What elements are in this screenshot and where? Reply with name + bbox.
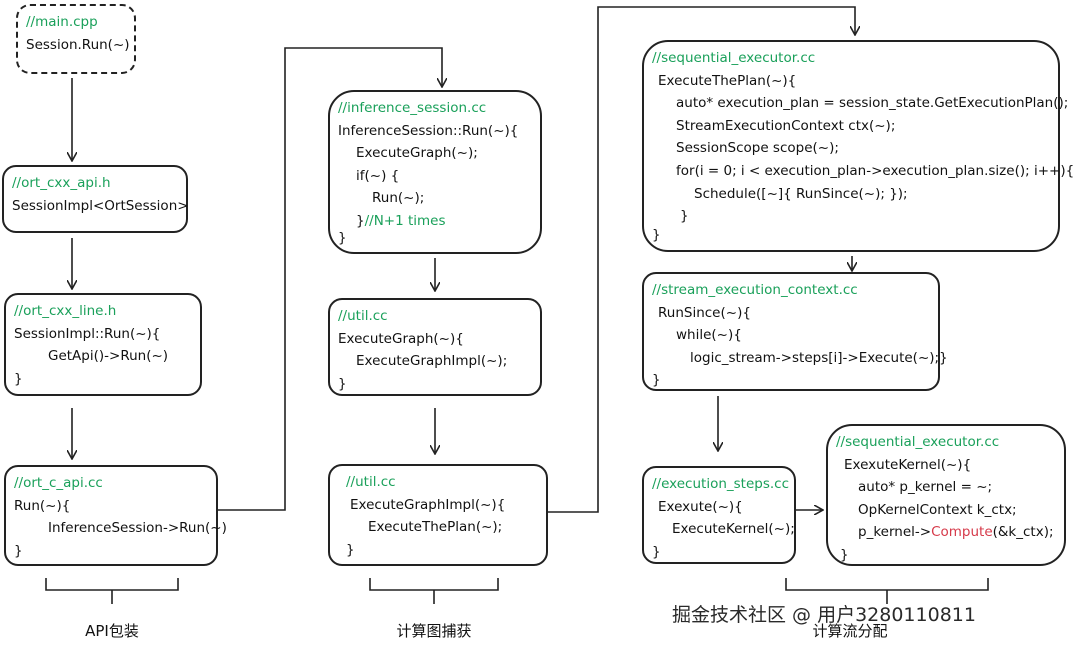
comment-util: //util.cc xyxy=(338,308,388,324)
code-line: Exexute(~){ xyxy=(658,498,743,515)
code-line: Schedule([~]{ RunSince(~); }); xyxy=(694,185,908,202)
comment-ort-cxx-line: //ort_cxx_line.h xyxy=(14,303,117,319)
box-ort-c-api: //ort_c_api.cc Run(~){ InferenceSession-… xyxy=(4,465,227,566)
comment-sequential-executor: //sequential_executor.cc xyxy=(652,50,816,66)
code-line-with-comment: }//N+1 times xyxy=(338,210,532,233)
box-ort-cxx-line: //ort_cxx_line.h SessionImpl::Run(~){ Ge… xyxy=(4,293,202,396)
box-inference-session: //inference_session.cc InferenceSession:… xyxy=(328,90,542,254)
code-line: auto* p_kernel = ~; xyxy=(858,479,993,496)
comment-ort-c-api: //ort_c_api.cc xyxy=(14,475,103,491)
comment-stream-execution-context: //stream_execution_context.cc xyxy=(652,282,858,298)
code-line: } xyxy=(346,541,355,558)
code-line: if(~) { xyxy=(356,167,400,184)
box-sequential-executor-kernel: //sequential_executor.cc ExexuteKernel(~… xyxy=(826,424,1066,566)
code-line-compute: p_kernel->Compute(&k_ctx); xyxy=(836,521,1056,544)
caption-stream-allocation: 计算流分配 xyxy=(812,622,888,640)
box-util-execute-graph-impl: //util.cc ExecuteGraphImpl(~){ ExecuteTh… xyxy=(328,464,548,566)
code-line: } xyxy=(680,208,689,225)
code-line: Run(~){ xyxy=(14,497,71,514)
code-line: ExecuteThePlan(~){ xyxy=(658,72,797,89)
code-line: OpKernelContext k_ctx; xyxy=(858,501,1017,518)
code-line: } xyxy=(338,375,347,392)
box-ort-cxx-api: //ort_cxx_api.h SessionImpl<OrtSession> xyxy=(2,165,189,233)
code-line: for(i = 0; i < execution_plan->execution… xyxy=(676,162,1075,179)
box-execution-steps: //execution_steps.cc Exexute(~){ Execute… xyxy=(642,466,796,564)
code-line: ExecuteThePlan(~); xyxy=(368,519,503,536)
code-line: auto* execution_plan = session_state.Get… xyxy=(676,95,1069,112)
caption-graph-capture: 计算图捕获 xyxy=(396,622,472,640)
bracket-api xyxy=(45,578,179,604)
code-line: Run(~); xyxy=(372,190,425,207)
code-line: SessionImpl::Run(~){ xyxy=(14,325,161,342)
code-line: while(~){ xyxy=(676,327,742,344)
comment-inference-session: //inference_session.cc xyxy=(338,100,487,116)
code-line: } xyxy=(14,542,23,559)
code-token: (&k_ctx); xyxy=(992,524,1054,541)
box-sequential-executor-plan: //sequential_executor.cc ExecuteThePlan(… xyxy=(642,40,1075,252)
comment-ort-cxx-api: //ort_cxx_api.h xyxy=(12,175,111,191)
code-line: logic_stream->steps[i]->Execute(~);} xyxy=(690,349,948,366)
code-line: GetApi()->Run(~) xyxy=(48,348,169,365)
code-line: InferenceSession->Run(~) xyxy=(48,520,227,537)
code-line: InferenceSession::Run(~){ xyxy=(338,122,519,139)
watermark: 掘金技术社区 @ 用户3280110811 xyxy=(672,604,976,626)
comment-util: //util.cc xyxy=(346,474,396,490)
bracket-stream xyxy=(785,578,989,604)
code-line: } xyxy=(840,546,849,563)
code-line: ExecuteGraph(~); xyxy=(356,145,478,162)
arrow-util2-to-seq1 xyxy=(548,6,855,513)
code-line: ExexuteKernel(~){ xyxy=(844,456,972,473)
bracket-graph xyxy=(369,578,499,604)
code-line: } xyxy=(652,226,661,243)
code-line: ExecuteGraphImpl(~); xyxy=(356,353,508,370)
code-line: SessionScope scope(~); xyxy=(676,140,839,157)
code-line: } xyxy=(652,372,661,389)
comment-execution-steps: //execution_steps.cc xyxy=(652,476,790,492)
code-line: ExecuteKernel(~); xyxy=(672,521,795,538)
comment-sequential-executor: //sequential_executor.cc xyxy=(836,434,1000,450)
code-line: } xyxy=(652,543,661,560)
code-line: ExecuteGraph(~){ xyxy=(338,330,464,347)
arrow-c-api-to-inference xyxy=(218,47,442,511)
code-line: RunSince(~){ xyxy=(658,304,751,321)
comment-main-cpp: //main.cpp xyxy=(26,14,98,30)
code-line: } xyxy=(14,370,23,387)
inline-comment: //N+1 times xyxy=(364,212,446,229)
box-stream-execution-context: //stream_execution_context.cc RunSince(~… xyxy=(642,272,948,391)
code-line: ExecuteGraphImpl(~){ xyxy=(350,496,506,513)
code-line: StreamExecutionContext ctx(~); xyxy=(676,117,896,134)
box-main-cpp: //main.cpp Session.Run(~) xyxy=(16,4,136,74)
compute-highlight: Compute xyxy=(931,524,993,541)
code-line: Session.Run(~) xyxy=(26,36,130,53)
caption-api-wrapper: API包装 xyxy=(85,622,139,640)
code-line: SessionImpl<OrtSession> xyxy=(12,197,189,214)
code-line: } xyxy=(338,229,347,246)
box-util-execute-graph: //util.cc ExecuteGraph(~){ ExecuteGraphI… xyxy=(328,298,542,396)
code-token: } xyxy=(356,212,365,229)
code-token: p_kernel-> xyxy=(858,524,932,541)
